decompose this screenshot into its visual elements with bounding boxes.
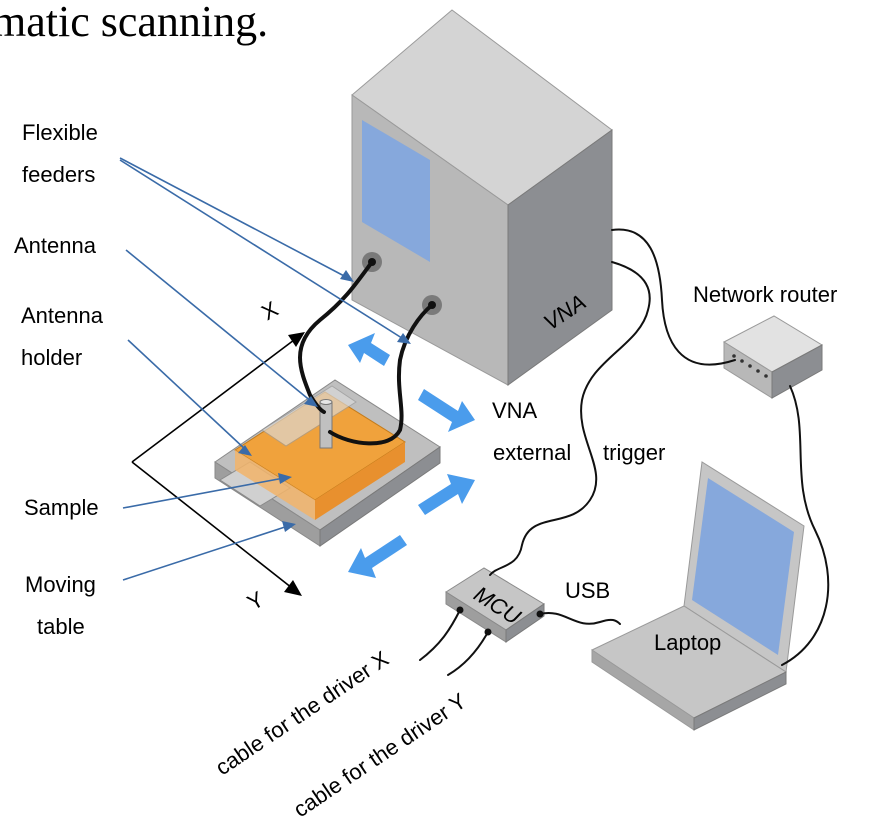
vna-instrument: VNA bbox=[351, 9, 613, 386]
laptop-base-side bbox=[693, 671, 787, 731]
label-vna-trigger-2: external bbox=[493, 440, 571, 465]
label-flexible: Flexible bbox=[22, 120, 98, 145]
motion-arrow-y-back bbox=[348, 535, 407, 578]
moving-table-side bbox=[319, 446, 441, 547]
driver-x-cable bbox=[419, 609, 461, 661]
motion-arrow-y-fwd bbox=[418, 474, 475, 515]
axis-x-line bbox=[131, 336, 299, 463]
cables bbox=[298, 228, 830, 676]
axis-x-arrowhead bbox=[288, 332, 305, 347]
axis-y-label: Y bbox=[243, 586, 268, 615]
axis-y-line bbox=[131, 461, 293, 589]
sample-front bbox=[235, 450, 315, 520]
moving-table-assembly bbox=[214, 379, 441, 547]
title-fragment: matic scanning. bbox=[0, 0, 268, 46]
laptop-screen bbox=[692, 478, 794, 655]
router-label: Network router bbox=[693, 282, 837, 307]
usb-label: USB bbox=[565, 578, 610, 603]
label-antenna-holder-line2: holder bbox=[21, 345, 82, 370]
motion-arrow-x-back bbox=[348, 333, 390, 366]
vna-screen bbox=[362, 120, 430, 262]
motion-arrows bbox=[348, 333, 475, 578]
label-antenna: Antenna bbox=[14, 233, 97, 258]
label-vna-trigger-3: trigger bbox=[603, 440, 665, 465]
router-side bbox=[771, 344, 823, 399]
router-laptop-cable bbox=[781, 385, 830, 666]
xy-axes bbox=[131, 336, 299, 589]
label-feeders: feeders bbox=[22, 162, 95, 187]
vna-side-face bbox=[507, 129, 613, 386]
mcu-side bbox=[505, 603, 545, 643]
axis-y-arrowhead bbox=[284, 580, 302, 596]
trigger-cable bbox=[489, 261, 651, 576]
sample-side bbox=[315, 442, 405, 520]
label-vna-trigger-1: VNA bbox=[492, 398, 538, 423]
network-router bbox=[722, 315, 824, 399]
label-antenna-holder-line1: Antenna bbox=[21, 303, 104, 328]
label-sample: Sample bbox=[24, 495, 99, 520]
laptop-label: Laptop bbox=[654, 630, 721, 655]
vna-router-cable bbox=[611, 228, 736, 366]
feeder-cable-2 bbox=[328, 303, 434, 446]
axis-x-label: X bbox=[257, 296, 282, 325]
mcu-board: MCU bbox=[445, 567, 545, 643]
laptop bbox=[590, 461, 805, 731]
label-moving: Moving bbox=[25, 572, 96, 597]
leader-lines bbox=[119, 157, 411, 581]
usb-cable bbox=[539, 611, 621, 625]
label-table: table bbox=[37, 614, 85, 639]
driver-y-cable bbox=[447, 631, 489, 676]
motion-arrow-x-fwd bbox=[418, 389, 475, 432]
